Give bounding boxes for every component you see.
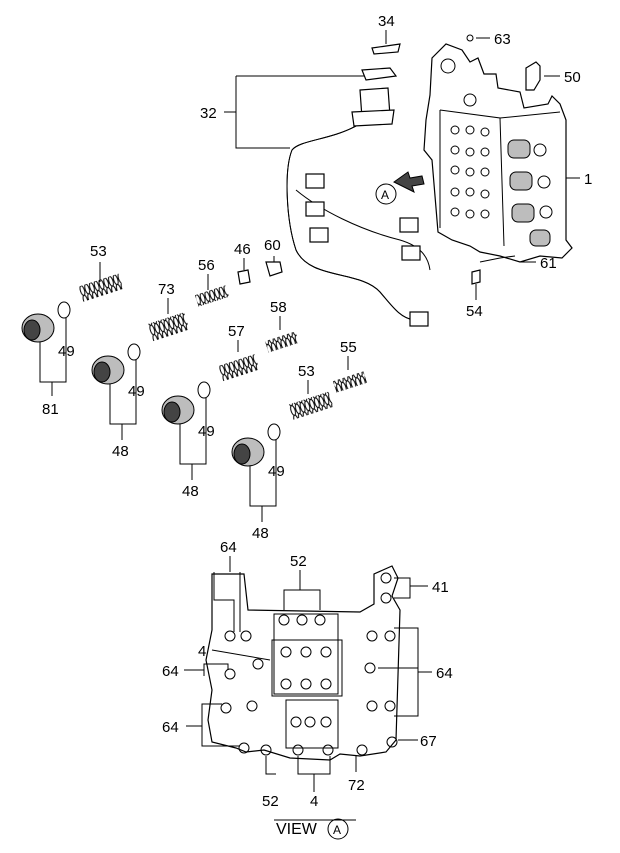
view-callout-41: 41 [432,579,449,596]
callout-32: 32 [200,105,217,122]
callout-48b: 48 [182,483,199,500]
view-callout-4b: 4 [310,793,318,810]
view-caption-circle [327,818,349,840]
view-callout-4a: 4 [198,643,206,660]
callout-54: 54 [466,303,483,320]
callout-49c: 49 [198,423,215,440]
view-callout-64d: 64 [162,719,179,736]
view-a-plate [205,565,401,761]
callout-49a: 49 [58,343,75,360]
view-a-marker [375,183,397,205]
callout-57: 57 [228,323,245,340]
view-callout-64a: 64 [220,539,237,556]
wiring-harness [286,34,474,327]
view-callout-67: 67 [420,733,437,750]
callout-53a: 53 [90,243,107,260]
callout-63: 63 [494,31,511,48]
view-caption-label: VIEW [276,821,318,838]
callout-1: 1 [584,171,592,188]
callout-46: 46 [234,241,251,258]
callout-58: 58 [270,299,287,316]
callout-48a: 48 [112,443,129,460]
callout-a: A [381,188,389,202]
callout-55: 55 [340,339,357,356]
view-a-leaders [184,556,432,821]
callout-56: 56 [198,257,215,274]
view-callout-72: 72 [348,777,365,794]
callout-73: 73 [158,281,175,298]
view-callout-64c: 64 [436,665,453,682]
callout-61: 61 [540,255,557,272]
callout-50: 50 [564,69,581,86]
view-callout-52a: 52 [290,553,307,570]
callout-labels: 34 63 50 32 1 A 61 54 53 46 60 56 73 49 … [42,13,592,840]
pistons [21,301,281,467]
valve-body [393,43,573,285]
view-caption-circle-letter: A [333,823,341,837]
callout-53b: 53 [298,363,315,380]
view-callout-52b: 52 [262,793,279,810]
springs [78,261,368,420]
bolt-heads [220,572,398,756]
leader-lines [39,30,580,522]
callout-49d: 49 [268,463,285,480]
callout-34: 34 [378,13,395,30]
callout-49b: 49 [128,383,145,400]
callout-48c: 48 [252,525,269,542]
view-callout-64b: 64 [162,663,179,680]
callout-81: 81 [42,401,59,418]
callout-60: 60 [264,237,281,254]
